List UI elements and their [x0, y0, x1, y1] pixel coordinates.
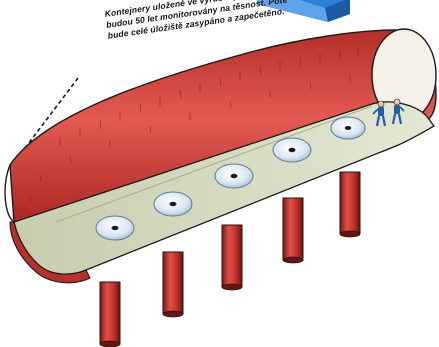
shaft — [163, 252, 183, 317]
tunnel — [5, 29, 436, 283]
shaft — [283, 198, 303, 263]
waste-container-disc-icon — [215, 164, 253, 188]
shaft — [222, 225, 242, 290]
shaft — [100, 282, 120, 347]
waste-container-disc-icon — [331, 117, 365, 139]
waste-container-disc-icon — [154, 192, 192, 216]
waste-container-disc-icon — [96, 216, 134, 240]
shaft — [340, 172, 360, 237]
waste-container-disc-icon — [273, 138, 311, 162]
